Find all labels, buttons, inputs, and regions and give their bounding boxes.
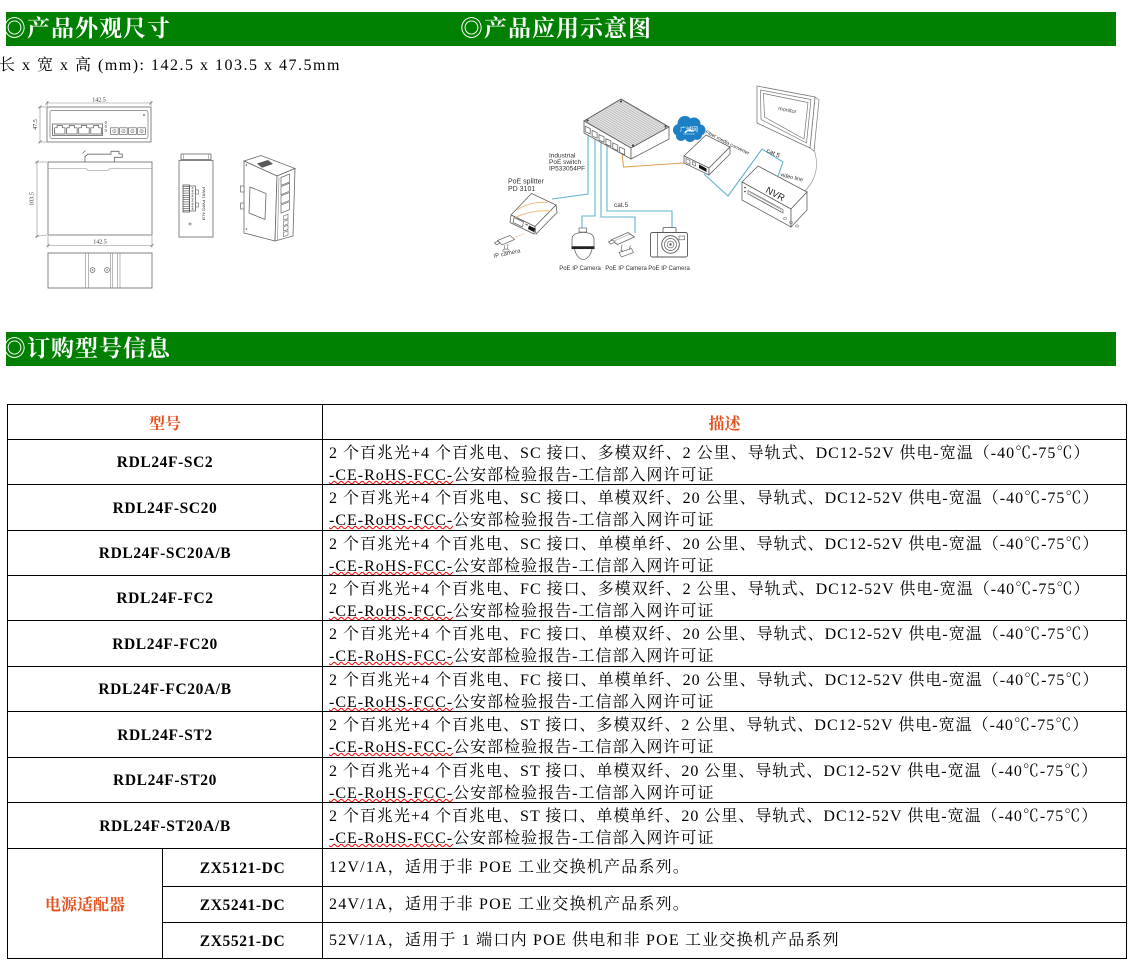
svg-text:PoE IP Camera: PoE IP Camera (605, 266, 647, 272)
svg-text:monitor: monitor (778, 106, 797, 115)
svg-text:PoE IP Camera: PoE IP Camera (559, 266, 601, 272)
svg-text:video line: video line (780, 172, 804, 183)
svg-text:IP533054PF: IP533054PF (549, 166, 585, 173)
svg-text:cat.5: cat.5 (614, 202, 628, 209)
svg-text:PoE switch: PoE switch (549, 159, 582, 166)
svg-text:Industrial: Industrial (549, 153, 576, 160)
svg-text:142.5: 142.5 (92, 98, 106, 104)
svg-text:47.5: 47.5 (33, 119, 39, 130)
svg-text:广域网: 广域网 (680, 126, 698, 134)
svg-text:cat.5: cat.5 (765, 147, 781, 159)
svg-text:142.5: 142.5 (93, 240, 107, 246)
svg-text:PoE IP Camera: PoE IP Camera (648, 266, 690, 272)
svg-text:IP camera: IP camera (493, 248, 522, 260)
svg-text:PWR1 PWR2 ALM: PWR1 PWR2 ALM (202, 187, 207, 220)
svg-text:103.5: 103.5 (30, 192, 36, 206)
svg-text:PoE splitter: PoE splitter (508, 179, 544, 186)
svg-text:PD 3101: PD 3101 (508, 186, 535, 193)
